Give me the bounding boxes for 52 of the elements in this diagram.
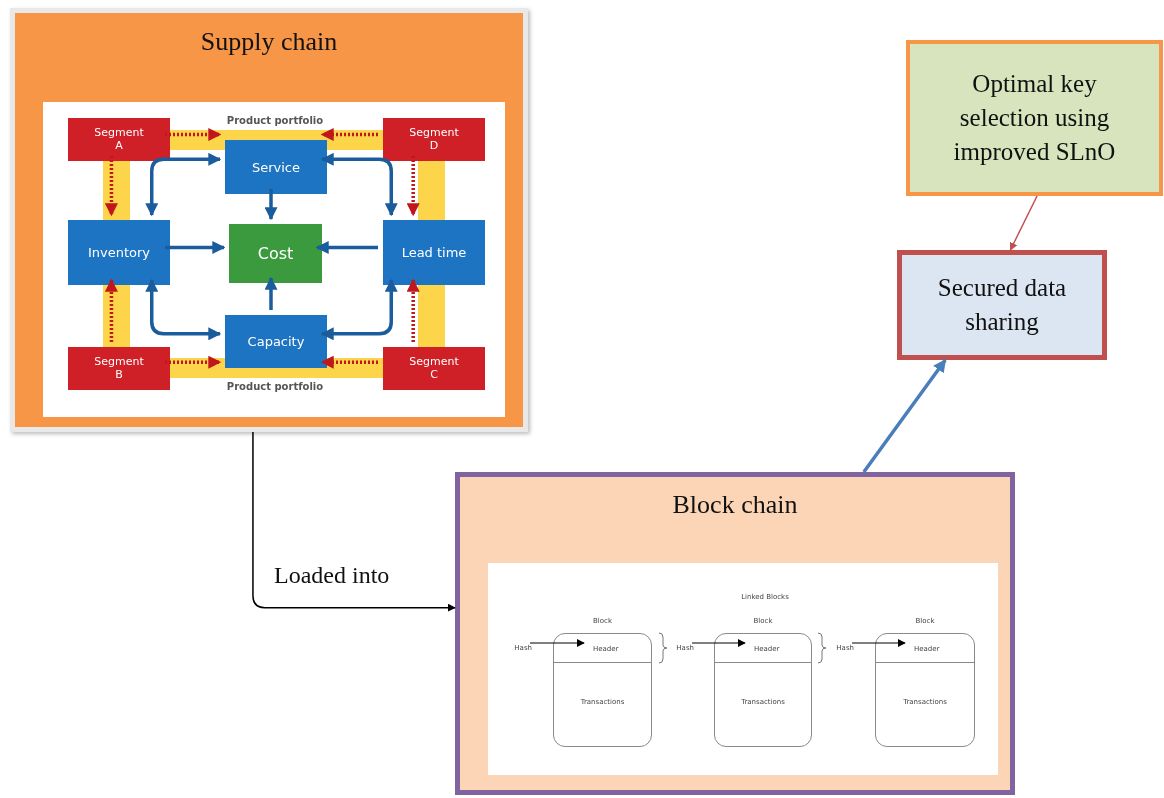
segment-box <box>383 118 485 161</box>
factor-box <box>225 140 327 194</box>
arrow <box>315 241 378 254</box>
segment-box <box>383 347 485 390</box>
arrow <box>406 156 420 217</box>
arrow <box>104 156 118 217</box>
process-box <box>906 40 1163 196</box>
arrow <box>1009 195 1038 251</box>
segment-label: Segment D <box>408 127 460 152</box>
section-panel <box>455 472 1015 795</box>
arrow <box>406 278 420 342</box>
arrow <box>320 152 398 217</box>
arrow <box>145 278 222 341</box>
factor-label: Inventory <box>87 245 151 260</box>
section-title: Supply chain <box>199 27 339 57</box>
section-title: Block chain <box>671 490 799 520</box>
segment-label: Segment B <box>93 356 145 381</box>
process-label: Optimal key selection using improved SLnO <box>952 69 1117 167</box>
process-label: Secured data sharing <box>936 273 1068 337</box>
arrow <box>529 639 585 647</box>
figure-panel <box>43 102 505 417</box>
factor-label: Lead time <box>401 245 467 260</box>
arrow <box>320 128 378 141</box>
factor-box <box>68 220 170 285</box>
segment-box <box>68 347 170 390</box>
factor-box <box>383 220 485 285</box>
arrow <box>691 639 746 647</box>
factor-box <box>225 315 327 368</box>
arrow <box>264 189 278 221</box>
arrow <box>264 276 278 310</box>
arrow <box>851 639 906 647</box>
cost-label: Cost <box>257 244 294 263</box>
arrow <box>320 355 378 369</box>
arrow <box>165 128 222 141</box>
figure-panel <box>488 563 998 775</box>
section-panel <box>10 8 528 432</box>
cost-box <box>229 224 322 283</box>
factor-label: Capacity <box>247 334 305 349</box>
segment-label: Segment C <box>408 356 460 381</box>
figure-label: Product portfolio <box>226 115 324 126</box>
process-box <box>897 250 1107 360</box>
arrow <box>862 358 947 474</box>
segment-label: Segment A <box>93 127 145 152</box>
arrow <box>165 355 222 369</box>
figure-label: Product portfolio <box>226 381 324 392</box>
arrow <box>320 278 398 341</box>
arrow <box>104 278 118 342</box>
arrow <box>165 241 226 254</box>
arrow <box>252 431 456 612</box>
segment-box <box>68 118 170 161</box>
arrow <box>145 152 222 217</box>
factor-label: Service <box>251 159 300 175</box>
